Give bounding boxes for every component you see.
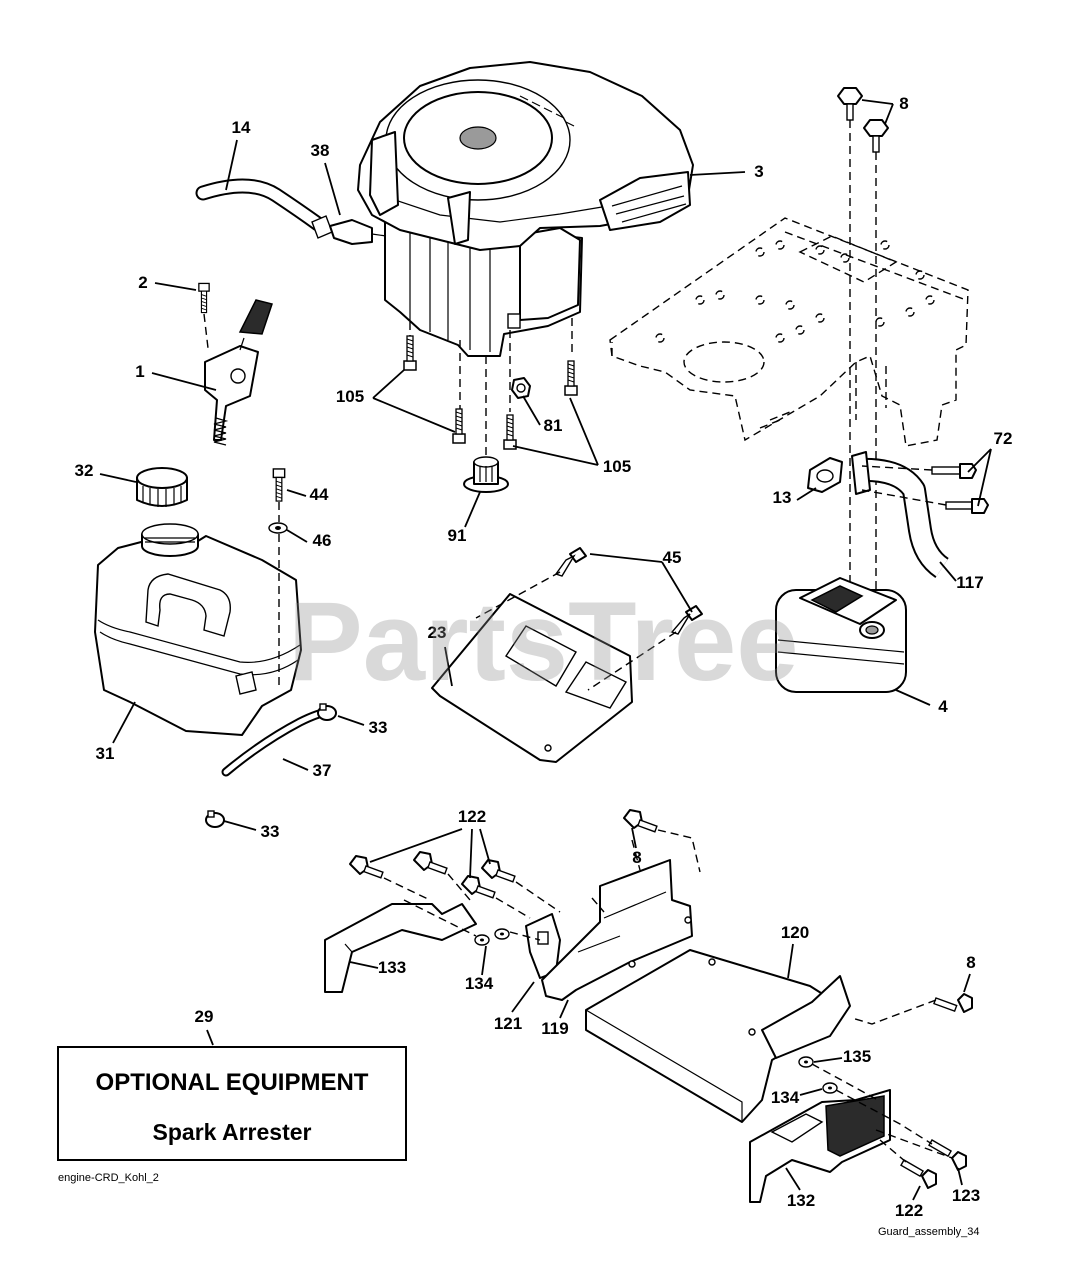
fuel-cap xyxy=(136,467,188,507)
bolt-105-left-a xyxy=(403,335,417,371)
bracket-119 xyxy=(541,859,693,1001)
callout: 2 xyxy=(138,273,147,292)
muffler-bolt-dashes xyxy=(849,120,877,602)
hose-clamp-bottom xyxy=(205,810,225,828)
callout: 8 xyxy=(632,848,641,867)
guard-bolt-123 xyxy=(928,1139,967,1171)
washers-134-left xyxy=(474,928,510,946)
callout: 32 xyxy=(75,461,94,480)
callout: 44 xyxy=(310,485,329,504)
exhaust-pipe xyxy=(851,451,950,578)
callout: 4 xyxy=(938,697,948,716)
engine xyxy=(357,61,694,357)
spacer-91 xyxy=(463,456,509,493)
frame-holes xyxy=(655,240,935,343)
callout: 105 xyxy=(336,387,364,406)
callout: 38 xyxy=(311,141,330,160)
throttle-control xyxy=(204,299,273,446)
callout: 134 xyxy=(771,1088,800,1107)
callouts: 14 38 3 8 2 1 105 81 105 91 32 44 46 72 … xyxy=(75,94,1013,1220)
leader-lines xyxy=(99,99,992,1201)
bolt-105-left-b xyxy=(452,408,466,444)
flange-bolt-8-a xyxy=(837,87,863,121)
washer-46 xyxy=(268,522,288,534)
engine-mount-dashes xyxy=(409,318,573,462)
callout: 122 xyxy=(895,1201,923,1220)
callout: 133 xyxy=(378,958,406,977)
guard-reference-label: Guard_assembly_34 xyxy=(878,1226,980,1238)
spark-arrester-132 xyxy=(749,1089,891,1203)
fuel-tank xyxy=(94,523,302,736)
shield-bolt-45-b xyxy=(670,605,703,635)
callout: 13 xyxy=(773,488,792,507)
washer-134-right xyxy=(822,1082,838,1094)
callout: 8 xyxy=(899,94,908,113)
callout: 123 xyxy=(952,1186,980,1205)
exhaust-bolt-72-b xyxy=(945,498,989,514)
callout: 1 xyxy=(135,362,144,381)
fuel-fitting xyxy=(311,215,387,245)
callout: 37 xyxy=(313,761,332,780)
callout: 33 xyxy=(261,822,280,841)
callout: 119 xyxy=(541,1019,568,1038)
bolt-105-right-a xyxy=(564,360,578,396)
callout: 120 xyxy=(781,923,809,942)
screw-44 xyxy=(272,468,286,502)
callout: 46 xyxy=(313,531,332,550)
callout: 45 xyxy=(663,548,682,567)
callout: 135 xyxy=(843,1047,871,1066)
screw-2-dash xyxy=(203,313,209,349)
frame-plate xyxy=(609,217,969,447)
callout: 23 xyxy=(428,623,447,642)
callout: 33 xyxy=(369,718,388,737)
muffler xyxy=(775,577,907,693)
callout: 105 xyxy=(603,457,631,476)
shield-bolt-45-a xyxy=(554,547,587,577)
hose-clamp-top xyxy=(317,703,337,721)
callout: 29 xyxy=(195,1007,214,1026)
nut-81 xyxy=(511,377,531,399)
callout: 3 xyxy=(754,162,763,181)
watermark: PartsTree xyxy=(288,579,799,704)
callout: 8 xyxy=(966,953,975,972)
callout: 122 xyxy=(458,807,486,826)
guard-bolt-122-c xyxy=(481,859,516,883)
guard-bolt-122-b xyxy=(413,851,448,875)
guard-bolt-8-mid xyxy=(623,809,658,833)
bolt-105-right-b xyxy=(503,414,517,450)
callout: 134 xyxy=(465,974,494,993)
bracket-133 xyxy=(324,903,477,993)
callout: 31 xyxy=(96,744,115,763)
callout: 14 xyxy=(232,118,251,137)
flange-bolt-8-b xyxy=(863,119,889,153)
guard-dashes xyxy=(383,829,953,1163)
optional-equipment-box: OPTIONAL EQUIPMENT Spark Arrester xyxy=(57,1046,407,1161)
callout: 91 xyxy=(448,526,467,545)
fuel-hose xyxy=(195,178,326,232)
callout: 121 xyxy=(494,1014,522,1033)
washer-135 xyxy=(798,1056,814,1068)
callout: 81 xyxy=(544,416,563,435)
optional-equipment-subtitle: Spark Arrester xyxy=(153,1119,312,1145)
callout: 132 xyxy=(787,1191,815,1210)
exhaust-gasket xyxy=(807,457,843,493)
guard-bolt-8-right xyxy=(933,993,973,1013)
optional-equipment-title: OPTIONAL EQUIPMENT xyxy=(96,1069,369,1096)
guard-bolt-122-bottom xyxy=(900,1159,937,1189)
guard-bolt-122-d xyxy=(461,875,496,899)
shield-bolt-dashes xyxy=(475,571,677,691)
exhaust-bolt-dashes xyxy=(861,465,947,506)
screw-2 xyxy=(198,282,210,314)
callout: 72 xyxy=(994,429,1013,448)
guard-bolt-122-a xyxy=(349,855,384,879)
engine-reference-label: engine-CRD_Kohl_2 xyxy=(58,1172,159,1184)
callout: 117 xyxy=(956,573,983,592)
shield-120 xyxy=(585,949,851,1123)
